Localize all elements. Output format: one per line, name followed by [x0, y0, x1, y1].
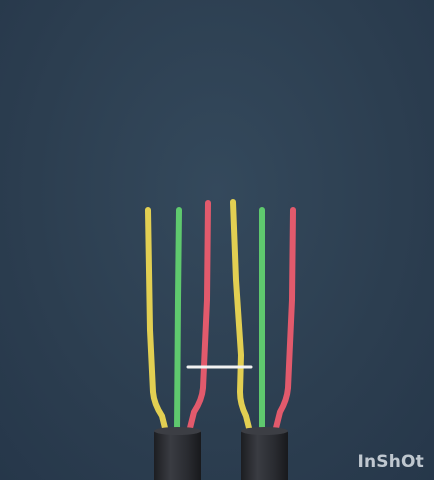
right-cable-wires	[230, 199, 296, 435]
left-yellow-wire	[145, 207, 169, 435]
left-cable-wires	[145, 200, 211, 435]
left-cable-jacket	[154, 427, 201, 480]
right-yellow-wire	[230, 199, 253, 435]
left-red-wire	[186, 200, 211, 435]
inshot-watermark: InShOt	[357, 452, 424, 472]
left-green-wire	[174, 207, 182, 435]
right-cable-jacket	[241, 427, 288, 480]
right-red-wire	[272, 207, 296, 435]
